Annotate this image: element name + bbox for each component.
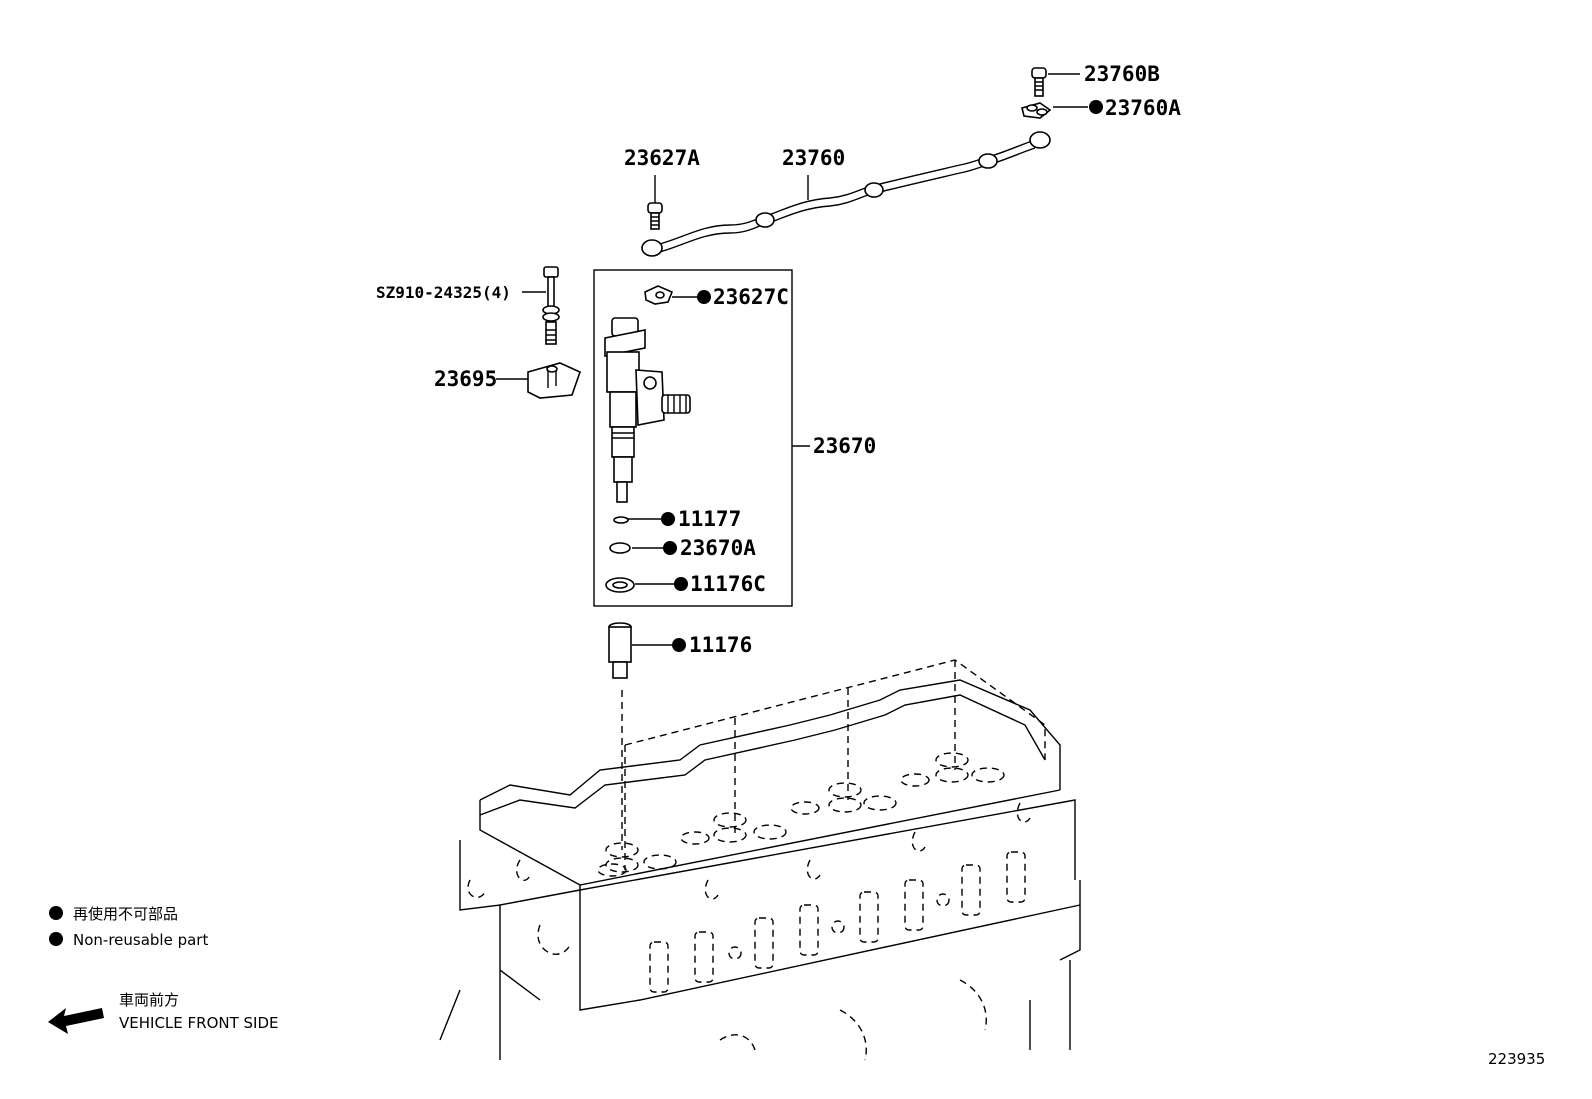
clip-23627c	[644, 285, 674, 305]
legend-non-reusable-en: Non-reusable part	[73, 931, 208, 949]
front-label-jp: 車両前方	[119, 991, 179, 1009]
bolt-23627a	[647, 202, 663, 230]
label-23760: 23760	[782, 146, 845, 170]
label-11176: 11176	[689, 633, 752, 657]
injector-assembly-box	[593, 269, 793, 607]
label-23760a: 23760A	[1105, 96, 1181, 120]
label-23627a: 23627A	[624, 146, 700, 170]
bolt-23760b	[1031, 67, 1047, 97]
label-23670a: 23670A	[680, 536, 756, 560]
o-ring-23670a	[609, 542, 631, 554]
label-23695: 23695	[434, 367, 497, 391]
legend: 再使用不可部品 Non-reusable part	[49, 905, 208, 949]
fuel-return-pipe	[641, 131, 1051, 257]
gasket-23760a	[1021, 102, 1052, 119]
leader-lines	[496, 73, 1088, 646]
label-23670: 23670	[813, 434, 876, 458]
bolt-sz910	[542, 266, 560, 345]
sleeve-11176	[608, 622, 632, 679]
non-reusable-markers	[661, 100, 1103, 652]
front-label-en: VEHICLE FRONT SIDE	[119, 1014, 279, 1032]
front-arrow-icon	[48, 1008, 104, 1034]
legend-non-reusable-jp: 再使用不可部品	[73, 905, 178, 923]
label-11177: 11177	[678, 507, 741, 531]
injector	[604, 317, 691, 503]
label-23760b: 23760B	[1084, 62, 1160, 86]
cylinder-head	[439, 659, 1081, 1061]
front-direction: 車両前方 VEHICLE FRONT SIDE	[48, 991, 279, 1034]
clamp-23695	[527, 362, 581, 399]
diagram-id: 223935	[1488, 1050, 1545, 1068]
label-sz910-24325: SZ910-24325(4)	[376, 283, 511, 302]
gasket-11176c	[605, 577, 635, 593]
washer-11177	[613, 516, 629, 524]
label-11176c: 11176C	[690, 572, 766, 596]
label-23627c: 23627C	[713, 285, 789, 309]
